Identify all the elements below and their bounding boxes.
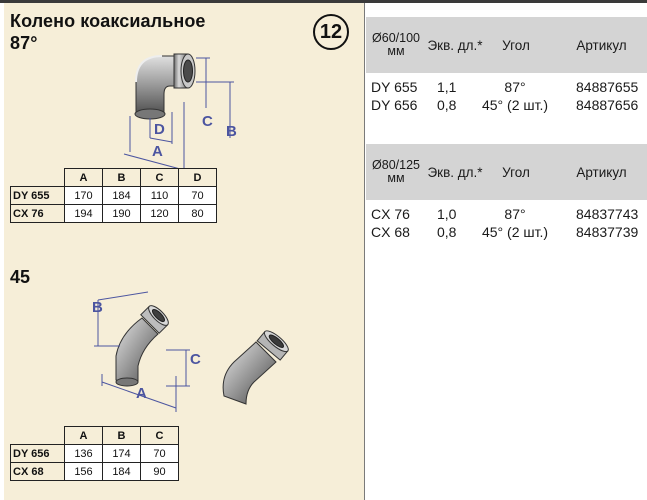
cell: 110 xyxy=(140,186,179,205)
dims-table-45: A B C DY 656 136 174 70 CX 68 156 184 90 xyxy=(10,426,179,481)
cell: 174 xyxy=(102,444,141,463)
dim-label-d: D xyxy=(154,121,165,138)
section-title-45: 45 xyxy=(10,267,31,287)
cell-article: 84887656 xyxy=(576,97,639,113)
table-row: DY 655 170 184 110 70 xyxy=(10,186,217,205)
cell-article: 84837743 xyxy=(576,206,639,222)
cell-angle: 87° xyxy=(504,79,526,95)
col-header: A xyxy=(64,168,103,187)
section-title: Колено коаксиальное 87° xyxy=(10,10,206,54)
table-row: DY 656 0,8 45° (2 шт.) 84887656 xyxy=(366,97,647,115)
table-row: CX 76 194 190 120 80 xyxy=(10,204,217,223)
col-header: C xyxy=(140,168,179,187)
cell-angle: 87° xyxy=(504,206,526,222)
dim-label-c: C xyxy=(190,351,201,368)
col-header: C xyxy=(140,426,179,445)
table-row: CX 68 156 184 90 xyxy=(10,462,179,481)
cell-article: 84887655 xyxy=(576,79,639,95)
cell: 136 xyxy=(64,444,103,463)
cell: 90 xyxy=(140,462,179,481)
cell-article: 84837739 xyxy=(576,224,639,240)
header-equiv-length: Экв. дл.* xyxy=(427,37,483,53)
cell: 184 xyxy=(102,186,141,205)
cell-name: CX 76 xyxy=(371,206,410,222)
cell: 194 xyxy=(64,204,103,223)
header-article: Артикул xyxy=(576,164,627,180)
cell: 170 xyxy=(64,186,103,205)
cell-name: DY 656 xyxy=(371,97,418,113)
cell-name: DY 655 xyxy=(371,79,418,95)
dim-label-a: A xyxy=(136,385,147,402)
table-row: CX 68 0,8 45° (2 шт.) 84837739 xyxy=(366,224,647,242)
col-header: A xyxy=(64,426,103,445)
column-divider xyxy=(364,3,365,500)
cell: 80 xyxy=(178,204,217,223)
col-header: B xyxy=(102,168,141,187)
title-line-2: 87° xyxy=(10,33,38,53)
dims-table-87: A B C D DY 655 170 184 110 70 CX 76 194 … xyxy=(10,168,217,223)
table-row: CX 76 1,0 87° 84837743 xyxy=(366,206,647,224)
cell: 120 xyxy=(140,204,179,223)
header-article: Артикул xyxy=(576,37,627,53)
cell-name: CX 68 xyxy=(371,224,410,240)
table-corner xyxy=(10,426,65,445)
dim-label-a: A xyxy=(152,143,163,160)
table-corner xyxy=(10,168,65,187)
row-label: DY 655 xyxy=(10,186,65,205)
dim-label-c: C xyxy=(202,113,213,130)
cell-equiv: 0,8 xyxy=(437,224,457,240)
cell-angle: 45° (2 шт.) xyxy=(481,224,549,240)
cell: 156 xyxy=(64,462,103,481)
cell: 190 xyxy=(102,204,141,223)
row-label: CX 76 xyxy=(10,204,65,223)
cell-angle: 45° (2 шт.) xyxy=(481,97,549,113)
cell-equiv: 0,8 xyxy=(437,97,457,113)
header-equiv-length: Экв. дл.* xyxy=(427,164,483,180)
dim-label-b: B xyxy=(92,299,103,316)
cell: 70 xyxy=(178,186,217,205)
table-row: DY 656 136 174 70 xyxy=(10,444,179,463)
row-label: DY 656 xyxy=(10,444,65,463)
item-number-badge: 12 xyxy=(313,14,349,50)
col-header: D xyxy=(178,168,217,187)
table-row: DY 655 1,1 87° 84887655 xyxy=(366,79,647,97)
top-rule xyxy=(0,0,647,3)
cell-equiv: 1,0 xyxy=(437,206,457,222)
cell: 70 xyxy=(140,444,179,463)
title-line-1: Колено коаксиальное xyxy=(10,11,206,31)
cell-equiv: 1,1 xyxy=(437,79,457,95)
header-angle: Угол xyxy=(502,37,530,53)
dim-label-b: B xyxy=(226,123,237,140)
elbow-45-perspective-drawing xyxy=(222,330,289,405)
row-label: CX 68 xyxy=(10,462,65,481)
elbow-87-drawing: C B D A xyxy=(123,53,237,171)
cell: 184 xyxy=(102,462,141,481)
col-header: B xyxy=(102,426,141,445)
header-angle: Угол xyxy=(502,164,530,180)
elbow-45-drawing: B A C xyxy=(92,291,201,412)
